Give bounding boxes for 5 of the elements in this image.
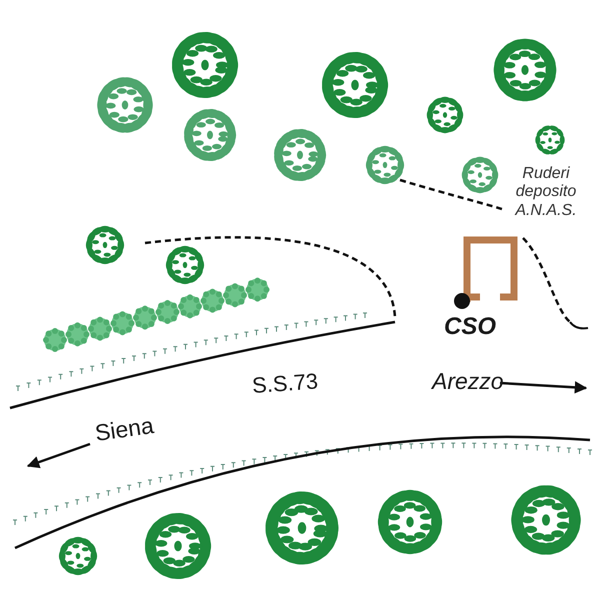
direction-label: Arezzo (432, 368, 504, 394)
direction-label: Siena (93, 412, 156, 446)
point-label: CSO (444, 313, 496, 341)
road-name: S.S.73 (251, 368, 319, 398)
ruin-label: Ruderi deposito A.N.A.S. (514, 165, 578, 220)
